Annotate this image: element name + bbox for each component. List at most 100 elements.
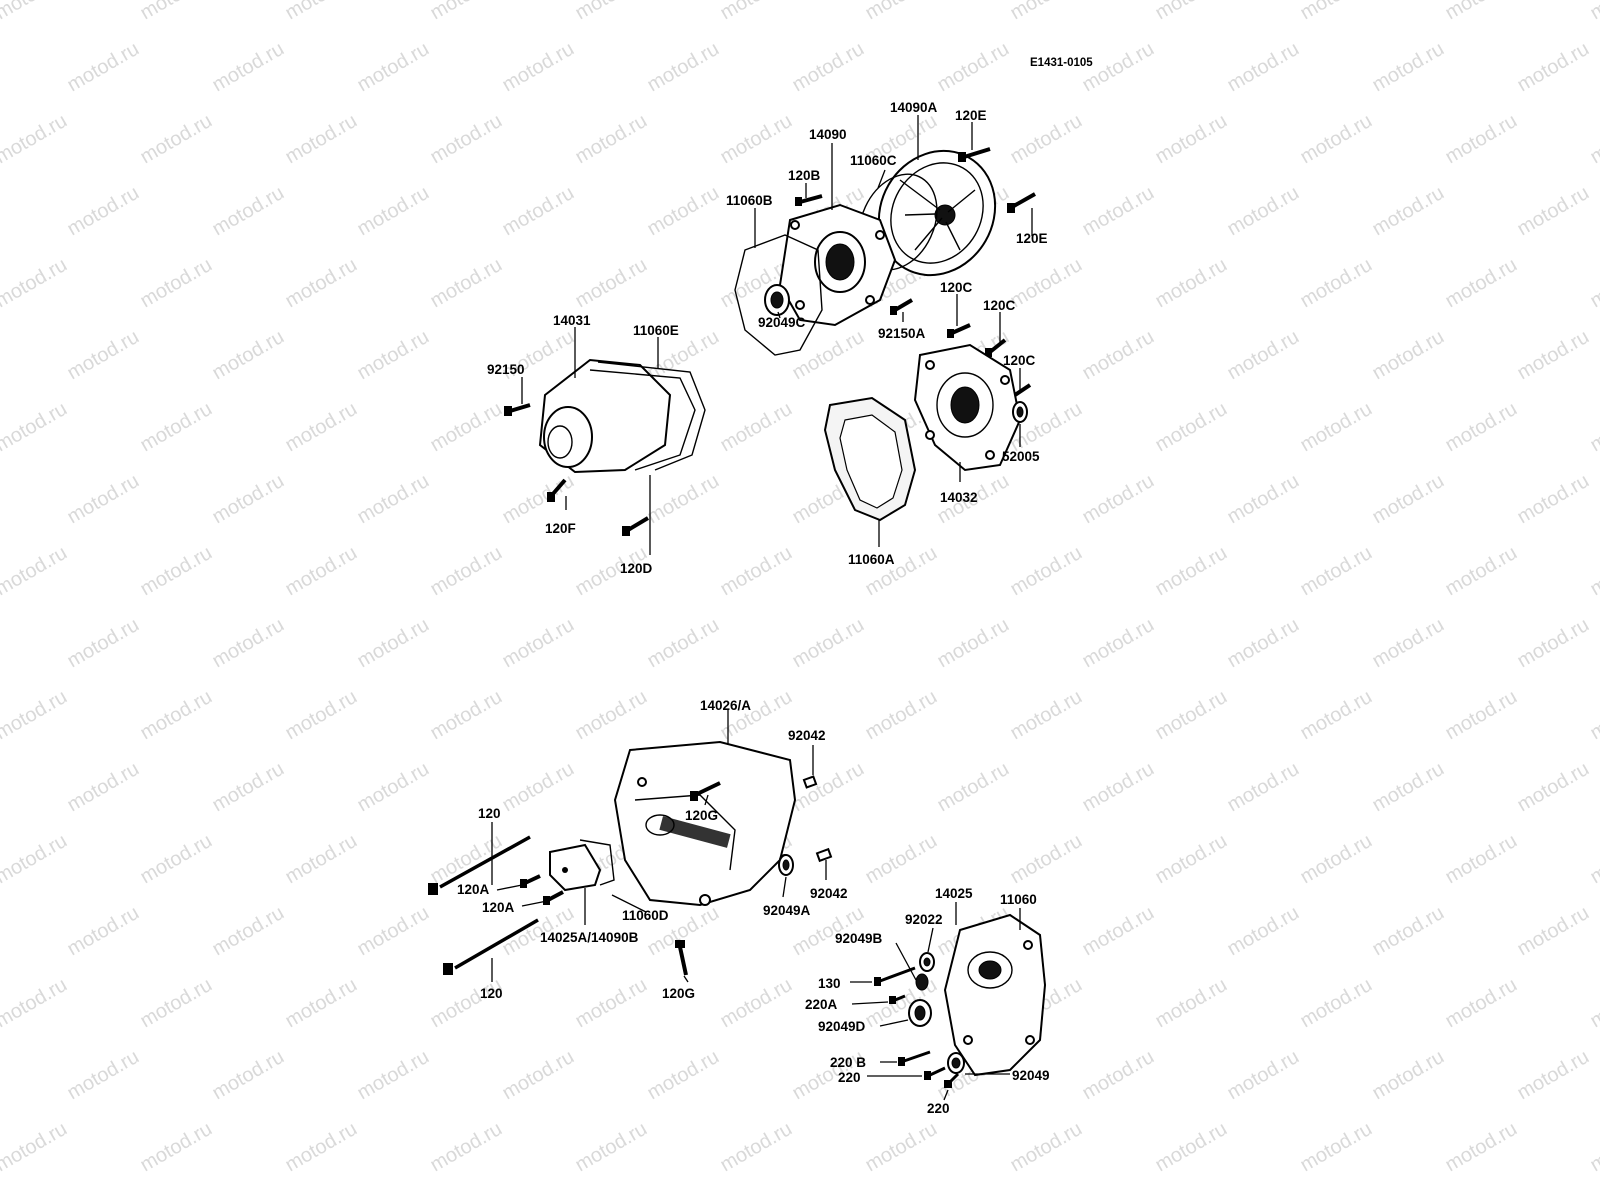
watermark-text: motod.ru [644, 182, 723, 241]
watermark-text: motod.ru [209, 1046, 288, 1105]
label-120E-right: 120E [1016, 231, 1048, 246]
watermark-text: motod.ru [1152, 1118, 1231, 1177]
watermark-text: motod.ru [427, 542, 506, 601]
label-130: 130 [818, 976, 841, 991]
watermark-text: motod.ru [1514, 614, 1593, 673]
watermark-text: motod.ru [1007, 830, 1086, 889]
bolt-120E-right [1007, 192, 1036, 213]
watermark-text: motod.ru [934, 38, 1013, 97]
watermark-text: motod.ru [717, 542, 796, 601]
watermark-text: motod.ru [862, 830, 941, 889]
watermark-text: motod.ru [0, 686, 71, 745]
watermark-text: motod.ru [282, 686, 361, 745]
watermark-text: motod.ru [1514, 470, 1593, 529]
watermark-text: motod.ru [1079, 326, 1158, 385]
label-14090A: 14090A [890, 100, 938, 115]
watermark-text: motod.ru [862, 686, 941, 745]
watermark-text: motod.ru [1587, 686, 1600, 745]
watermark-text: motod.ru [427, 110, 506, 169]
watermark-text: motod.ru [209, 326, 288, 385]
watermark-text: motod.ru [354, 758, 433, 817]
watermark-text: motod.ru [1007, 542, 1086, 601]
part-14026A [613, 740, 797, 907]
labels-upper: 14090A 120E 14090 11060C 120B 11060B 120… [487, 100, 1048, 576]
watermark-text: motod.ru [789, 38, 868, 97]
watermark-text: motod.ru [354, 1046, 433, 1105]
bolt-220B [898, 1050, 931, 1066]
part-11060E [597, 361, 706, 471]
watermark-text: motod.ru [1442, 830, 1521, 889]
watermark-text: motod.ru [0, 110, 71, 169]
part-52005 [1012, 401, 1028, 423]
watermark-text: motod.ru [64, 758, 143, 817]
part-11060 [1009, 914, 1046, 1071]
label-11060E: 11060E [633, 323, 679, 338]
watermark-text: motod.ru [572, 0, 651, 24]
label-14031: 14031 [553, 313, 591, 328]
label-120G-bottom: 120G [662, 986, 695, 1001]
watermark-text: motod.ru [1369, 902, 1448, 961]
part-14031 [538, 358, 696, 474]
watermark-text: motod.ru [427, 830, 506, 889]
watermark-text: motod.ru [0, 1118, 71, 1177]
watermark-text: motod.ru [499, 182, 578, 241]
watermark-text: motod.ru [354, 182, 433, 241]
watermark-text: motod.ru [0, 830, 71, 889]
watermark-text: motod.ru [1152, 0, 1231, 24]
label-220-b: 220 [927, 1101, 950, 1116]
watermark-text: motod.ru [644, 614, 723, 673]
watermark-text: motod.ru [1587, 0, 1600, 24]
watermark-text: motod.ru [789, 326, 868, 385]
part-11060B [734, 234, 823, 356]
watermark-text: motod.ru [1514, 38, 1593, 97]
watermark-text: motod.ru [354, 902, 433, 961]
watermark-text: motod.ru [1224, 326, 1303, 385]
watermark-text: motod.ru [64, 38, 143, 97]
watermark-text: motod.ru [209, 614, 288, 673]
watermark-text: motod.ru [1297, 1118, 1376, 1177]
watermark-text: motod.ru [427, 0, 506, 24]
part-92022 [919, 952, 935, 972]
label-120E-top: 120E [955, 108, 987, 123]
bolt-220-b [944, 1072, 960, 1088]
watermark-text: motod.ru [499, 1046, 578, 1105]
watermark-text: motod.ru [427, 254, 506, 313]
watermark-text: motod.ru [934, 614, 1013, 673]
watermark-text: motod.ru [1587, 110, 1600, 169]
watermark-text: motod.ru [1442, 0, 1521, 24]
bolt-120A-a [520, 874, 541, 888]
bolt-92150 [504, 403, 531, 416]
part-92049A [778, 854, 794, 876]
watermark-text: motod.ru [64, 182, 143, 241]
label-11060D: 11060D [622, 908, 669, 923]
watermark-text: motod.ru [499, 38, 578, 97]
watermark-text: motod.ru [1224, 38, 1303, 97]
watermark-text: motod.ru [1442, 542, 1521, 601]
label-92049C: 92049C [758, 315, 806, 330]
watermark-text: motod.ru [1152, 686, 1231, 745]
label-92150A: 92150A [878, 326, 926, 341]
bolt-92150A [890, 298, 914, 315]
part-92049 [947, 1052, 965, 1074]
watermark-text: motod.ru [717, 974, 796, 1033]
watermark-text: motod.ru [934, 758, 1013, 817]
watermark-text: motod.ru [209, 182, 288, 241]
watermark-text: motod.ru [789, 758, 868, 817]
bolt-120E-top [958, 147, 991, 162]
watermark-text: motod.ru [572, 1118, 651, 1177]
bolt-120G-top [690, 781, 721, 801]
label-92049D: 92049D [818, 1019, 866, 1034]
watermark-text: motod.ru [862, 0, 941, 24]
watermark-text: motod.ru [282, 974, 361, 1033]
watermark-text: motod.ru [1369, 758, 1448, 817]
watermark-text: motod.ru [644, 470, 723, 529]
watermark-text: motod.ru [1514, 326, 1593, 385]
watermark-text: motod.ru [572, 110, 651, 169]
leader-lines-upper [521, 115, 1033, 555]
watermark-text: motod.ru [1079, 1046, 1158, 1105]
bolt-120-top [428, 835, 531, 895]
label-11060: 11060 [1000, 892, 1037, 907]
watermark-text: motod.ru [1514, 758, 1593, 817]
watermark-text: motod.ru [1442, 686, 1521, 745]
label-120A-b: 120A [482, 900, 515, 915]
